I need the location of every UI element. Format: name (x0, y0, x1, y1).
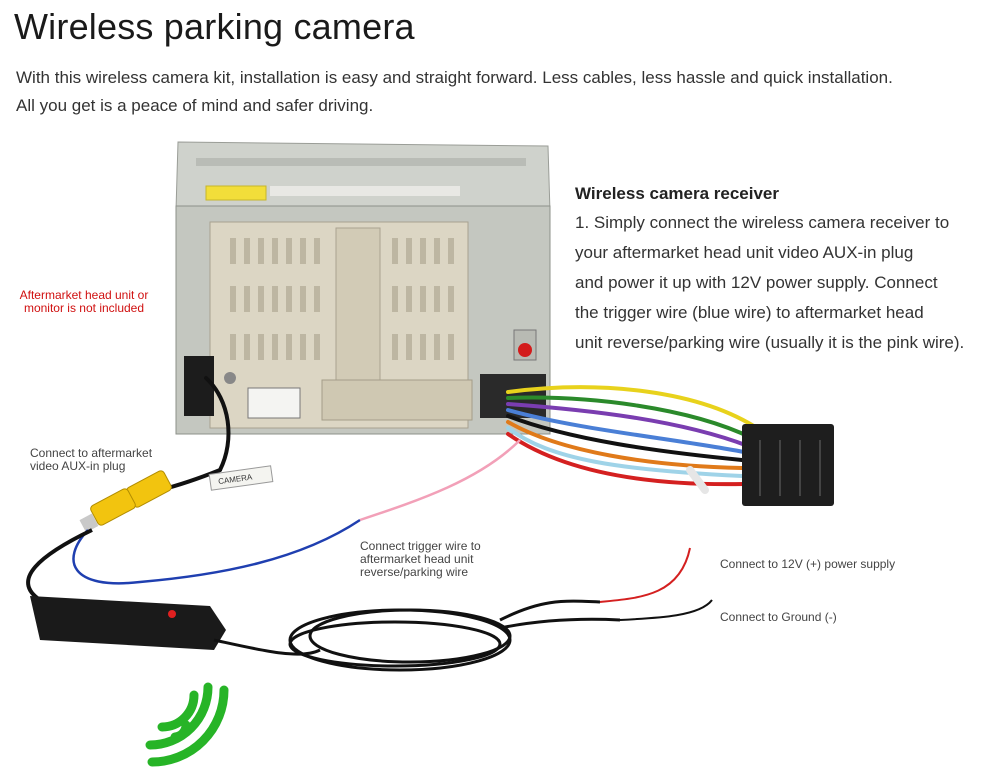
page-title: Wireless parking camera (14, 6, 415, 47)
intro-text: With this wireless camera kit, installat… (16, 64, 976, 120)
rca-plug-image (79, 470, 172, 533)
receiver-line: your aftermarket head unit video AUX-in … (575, 243, 914, 262)
receiver-description: Wireless camera receiver 1. Simply conne… (575, 180, 1000, 358)
harness-connector-slots (759, 440, 821, 496)
trigger-line: aftermarket head unit (360, 552, 474, 566)
power-label: Connect to 12V (+) power supply (720, 557, 896, 571)
wireless-signal-icon (145, 682, 229, 767)
pink-wire-image (359, 439, 521, 522)
trigger-label: Connect trigger wire to aftermarket head… (360, 540, 481, 579)
trigger-line: Connect trigger wire to (360, 539, 481, 553)
coiled-cable-image (213, 599, 621, 672)
power-wire-image (599, 547, 691, 603)
trigger-line: reverse/parking wire (360, 565, 469, 579)
intro-line: All you get is a peace of mind and safer… (16, 96, 374, 115)
aux-in-line: video AUX-in plug (30, 459, 126, 473)
harness-connector-image (742, 424, 834, 506)
receiver-line: and power it up with 12V power supply. C… (575, 273, 938, 292)
not-included-note: Aftermarket head unit or monitor is not … (6, 289, 162, 315)
not-included-line: monitor is not included (23, 301, 145, 315)
receiver-line: unit reverse/parking wire (usually it is… (575, 333, 965, 352)
not-included-line: Aftermarket head unit or (19, 288, 149, 302)
trigger-wire-image (72, 518, 361, 585)
ground-label: Connect to Ground (-) (720, 610, 837, 624)
aux-in-line: Connect to aftermarket (30, 446, 153, 460)
receiver-cable-image (26, 528, 93, 602)
receiver-line: 1. Simply connect the wireless camera re… (575, 213, 950, 232)
receiver-module-image (30, 596, 226, 650)
intro-line: With this wireless camera kit, installat… (16, 68, 893, 87)
aux-in-label: Connect to aftermarket video AUX-in plug (30, 447, 152, 473)
receiver-line: the trigger wire (blue wire) to aftermar… (575, 303, 924, 322)
head-unit-image (175, 141, 551, 435)
receiver-title: Wireless camera receiver (575, 184, 779, 203)
wire-harness-image (506, 385, 762, 494)
ground-wire-image (619, 599, 713, 621)
